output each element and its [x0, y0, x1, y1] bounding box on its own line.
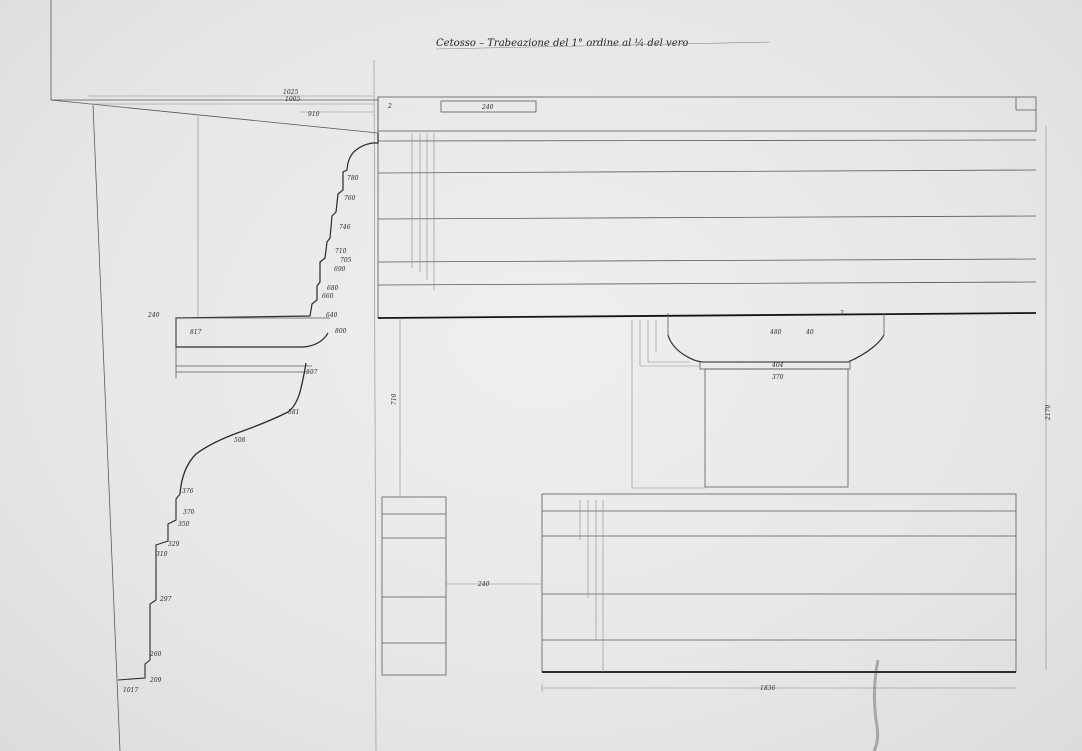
cornice-label-6: 690: [334, 266, 346, 273]
paper-stain: [872, 659, 880, 751]
lower-profile: [117, 493, 181, 681]
dim-top-2: 1005: [285, 96, 300, 103]
cornice-label-7: 680: [327, 285, 339, 292]
capital-echinus: [667, 334, 885, 363]
column-shaft: [704, 368, 849, 488]
cornice-label-1: 780: [347, 175, 359, 182]
frame-diagonal: [50, 99, 379, 134]
cyma-curve: [179, 362, 307, 495]
lower-label-1: 370: [183, 509, 195, 516]
dim-top-4: 2: [387, 103, 392, 110]
lower-label-6: 260: [149, 651, 162, 658]
cyma-label-2: 581: [288, 409, 299, 416]
frame-left-slant: [92, 104, 121, 751]
cyma-label-4: 376: [182, 488, 194, 495]
base-section-block: [381, 496, 447, 676]
capital-label-e: 2: [839, 310, 844, 317]
lower-label-4: 310: [156, 551, 168, 558]
dimension-box: [440, 100, 537, 113]
capital-label-a: 480: [769, 329, 782, 336]
band-line-5: [377, 281, 1037, 286]
capital-label-c: 404: [771, 362, 784, 369]
left-240-label: 240: [147, 312, 160, 319]
dim-top-3: 910: [308, 111, 320, 118]
lower-label-2: 350: [178, 521, 190, 528]
frieze-height-label: 710: [391, 393, 398, 405]
corona-label-b: 800: [335, 328, 347, 335]
drawing-title: Cetosso – Trabeazione del 1° ordine al ¼…: [436, 38, 688, 49]
mid-width-label: 240: [477, 581, 490, 588]
cornice-label-4: 710: [335, 248, 347, 255]
band-line-2: [377, 169, 1037, 174]
lower-label-3: 329: [168, 541, 180, 548]
base-label: 1017: [123, 687, 138, 694]
cornice-profile: [175, 133, 379, 348]
bottom-width-label: 1836: [760, 685, 775, 692]
title-underline: [435, 41, 771, 50]
cornice-label-3: 746: [339, 224, 351, 231]
cyma-label-3: 508: [234, 437, 246, 444]
band-line-1: [377, 139, 1037, 142]
architrave-base-line: [377, 312, 1037, 319]
axis-vertical: [373, 59, 377, 751]
band-line-4: [377, 258, 1037, 263]
capital-label-d: 370: [772, 374, 784, 381]
dimension-box-label: 240: [481, 104, 494, 111]
lower-label-7: 209: [149, 677, 162, 684]
lower-label-5: 297: [159, 596, 172, 603]
capital-label-b: 40: [805, 329, 814, 336]
corona-label-a: 817: [190, 329, 202, 336]
cyma-label-1: 597: [306, 369, 318, 376]
cornice-top-band: [377, 96, 1037, 132]
cornice-label-9: 640: [326, 312, 338, 319]
side-height-label: 2170: [1045, 405, 1052, 421]
band-line-3: [377, 215, 1037, 220]
base-elevation-block: [541, 493, 1017, 673]
cornice-label-8: 660: [322, 293, 334, 300]
dim-top-1: 1025: [283, 89, 298, 96]
cornice-label-2: 760: [344, 195, 356, 202]
cornice-label-5: 705: [340, 257, 352, 264]
